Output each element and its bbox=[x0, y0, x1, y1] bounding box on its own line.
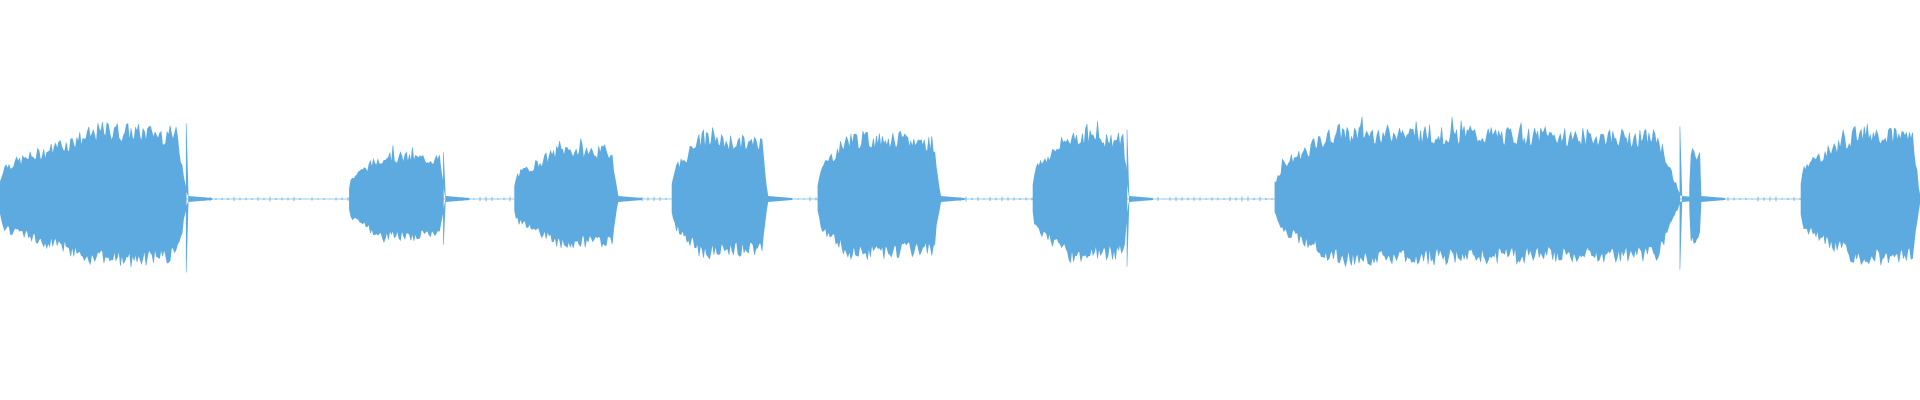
waveform-segment-7 bbox=[1274, 116, 1683, 270]
waveform-segment-9 bbox=[1800, 123, 1920, 266]
waveform-segment-6-tail bbox=[1129, 196, 1153, 202]
waveform-segment-1 bbox=[0, 121, 189, 273]
waveform-segment-5 bbox=[817, 130, 942, 261]
waveform-segment-8 bbox=[1689, 147, 1702, 244]
waveform-segment-8-tail bbox=[1701, 196, 1726, 202]
waveform-bars bbox=[0, 116, 1920, 273]
waveform-segment-5-tail bbox=[940, 196, 965, 202]
waveform-segment-2-tail bbox=[445, 196, 470, 202]
waveform-segment-2 bbox=[349, 145, 446, 245]
waveform-segment-1-tail bbox=[188, 196, 213, 202]
waveform-segment-4 bbox=[671, 127, 769, 260]
waveform-segment-3 bbox=[514, 138, 619, 249]
waveform-segment-6 bbox=[1032, 121, 1130, 267]
